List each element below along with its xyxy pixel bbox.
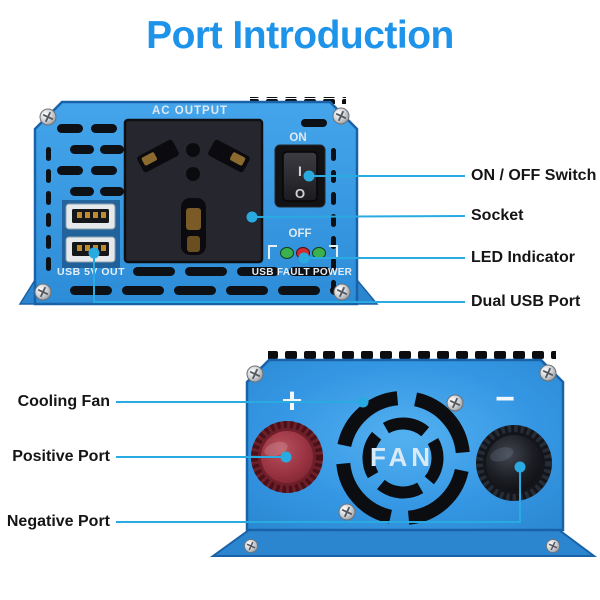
screw-icon (39, 108, 57, 126)
switch-on-label: ON (289, 132, 306, 144)
front-right-mounting-flange (356, 277, 379, 305)
callout-label-led: LED Indicator (471, 249, 576, 266)
page-title: Port Introduction (146, 14, 454, 57)
callout-dots (88, 170, 526, 473)
callout-label-positive: Positive Port (12, 448, 110, 465)
fan-label: FAN (370, 442, 434, 472)
switch-symbol-on: I (298, 163, 302, 179)
positive-symbol: + (281, 380, 302, 421)
top-heatsink-fins (250, 97, 346, 104)
screw-icon (246, 365, 264, 383)
fan-callout-dot (357, 396, 369, 408)
power-led (312, 247, 326, 259)
negative-callout-line (116, 467, 521, 523)
negative-symbol: − (495, 380, 515, 418)
usb-callout-dot (88, 247, 100, 259)
screw-icon (539, 364, 557, 382)
usb-led (280, 247, 294, 259)
switch-symbol-off: O (295, 186, 305, 201)
rear-panel-view: FAN + − (209, 351, 598, 557)
screw-icon (243, 538, 259, 554)
front-panel-view: AC OUTPUT ON (18, 97, 379, 306)
usb-callout-line (93, 253, 465, 303)
rear-heatsink-fins (268, 351, 556, 359)
ac-output-label: AC OUTPUT (152, 105, 228, 117)
dual-usb-ports: USB 5V OUT (57, 200, 125, 278)
screw-icon (332, 107, 350, 125)
front-left-mounting-flange (18, 277, 36, 305)
switch-callout-dot (303, 170, 315, 182)
mounting-base (209, 529, 598, 557)
callout-label-socket: Socket (471, 207, 524, 224)
led-callout-dot (298, 252, 310, 264)
callout-label-negative: Negative Port (6, 513, 110, 530)
callout-label-fan: Cooling Fan (17, 393, 110, 410)
socket-callout-line (251, 215, 466, 218)
negative-terminal (476, 425, 552, 501)
ventilation-slots (46, 119, 346, 295)
led-bracket-left (268, 245, 277, 259)
screw-icon (34, 283, 52, 301)
callout-label-switch: ON / OFF Switch (471, 167, 597, 184)
led-panel-label: USB FAULT POWER (252, 267, 353, 278)
ac-socket (123, 118, 264, 264)
screw-icon (545, 538, 561, 554)
callout-label-usb: Dual USB Port (471, 293, 581, 310)
on-off-switch: ON I O OFF (274, 132, 326, 240)
usb-port-1 (65, 203, 116, 230)
callout-lines (93, 175, 521, 523)
switch-off-label: OFF (289, 228, 312, 240)
socket-callout-dot (246, 211, 258, 223)
screw-icon (333, 283, 351, 301)
usb-output-label: USB 5V OUT (57, 266, 125, 278)
positive-callout-dot (280, 451, 292, 463)
led-bracket-right (329, 245, 338, 259)
screw-icon (446, 394, 464, 412)
negative-callout-dot (514, 461, 526, 473)
screw-icon (338, 503, 356, 521)
